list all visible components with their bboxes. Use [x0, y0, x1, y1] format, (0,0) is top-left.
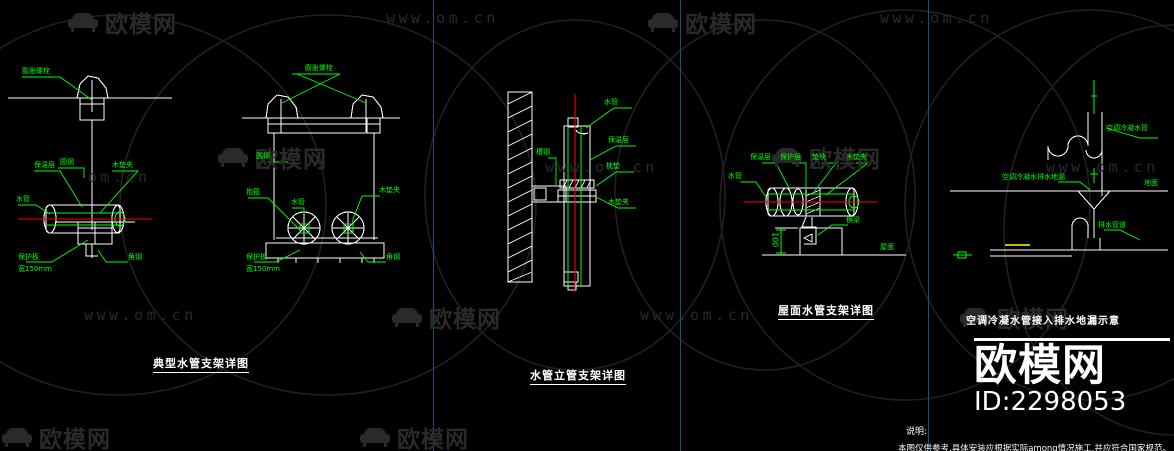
- panel-title-riser-support: 水管立管支架详图: [530, 367, 626, 385]
- label-hoop-clamp-p2: 抱箍: [246, 188, 260, 196]
- label-height-dimension-p4: 100: [770, 232, 780, 248]
- label-water-pipe-p1: 水管: [16, 195, 30, 203]
- panel-divider-2: [680, 0, 681, 451]
- site-logo: 欧模网 ID:2298053: [974, 338, 1170, 418]
- notes-line-1: 本图仅供参考,具体安装应根据实际among情况施工,并应符合国家规范。: [898, 444, 1171, 451]
- label-angle-steel-p2: 角钢: [386, 253, 400, 261]
- label-plate-width-p2: 宽150mm: [246, 265, 280, 273]
- label-insulation-layer-p1: 保温层: [34, 161, 55, 169]
- label-wood-pad-clamp-p1: 木垫夹: [112, 161, 133, 169]
- panel-title-roof-support: 屋面水管支架详图: [778, 302, 874, 320]
- label-protection-plate-p2: 保护板: [246, 253, 267, 261]
- panel-title-text-2: 水管立管支架详图: [530, 367, 626, 385]
- panel-divider-3: [928, 0, 929, 451]
- label-insulation-layer-p3: 保温层: [608, 136, 629, 144]
- label-water-pipe-p3: 水管: [604, 98, 618, 106]
- panel-title-text-4: 空调冷凝水管接入排水地漏示意: [966, 316, 1120, 327]
- label-beam-p4: 横梁: [846, 216, 860, 224]
- label-ac-condensate-pipe-p5: 空调冷凝水管: [1106, 124, 1148, 132]
- label-plate-width-p1: 宽150mm: [18, 265, 52, 273]
- label-water-pipe-p2: 水管: [291, 198, 305, 206]
- label-angle-steel-p1: 角钢: [128, 253, 142, 261]
- notes-heading: 说明:: [906, 427, 928, 437]
- label-ac-floor-drain-p5: 空调冷凝水排水地漏: [1002, 173, 1065, 181]
- label-water-pipe-p4: 水管: [728, 172, 742, 180]
- panel-divider-1: [433, 0, 434, 451]
- label-pad-block-p3: 枕垫: [606, 162, 620, 170]
- logo-model-id: ID:2298053: [974, 387, 1127, 418]
- label-expansion-bolt-p2: 膨胀螺栓: [305, 64, 333, 72]
- logo-rule: [974, 338, 1170, 342]
- label-channel-steel-p3: 槽钢: [536, 148, 550, 156]
- label-drain-pipeline-p5: 排水管道: [1098, 221, 1126, 229]
- label-pad-block-p4: 垫块: [812, 153, 826, 161]
- label-expansion-bolt-p1: 膨胀螺栓: [22, 67, 50, 75]
- label-protection-layer-p4: 保护层: [780, 153, 801, 161]
- label-round-steel-p1: 圆钢: [60, 158, 74, 166]
- panel-title-condensate-drain: 空调冷凝水管接入排水地漏示意: [966, 312, 1120, 327]
- logo-brand-text: 欧模网: [974, 341, 1106, 392]
- label-floor-surface-p5: 地面: [1144, 179, 1158, 187]
- label-round-steel-p2: 圆钢: [256, 152, 270, 160]
- panel-title-text-1: 典型水管支架详图: [153, 355, 249, 373]
- label-protection-plate-p1: 保护板: [18, 253, 39, 261]
- label-roof-surface-p4: 屋面: [880, 243, 894, 251]
- label-insulation-layer-p4: 保温层: [750, 153, 771, 161]
- label-wood-pad-clamp-p2: 木垫夹: [379, 186, 400, 194]
- label-wood-pad-clamp-p3: 木垫夹: [608, 198, 629, 206]
- label-wood-pad-clamp-p4: 木垫夹: [846, 153, 867, 161]
- panel-title-typical-pipe-support: 典型水管支架详图: [153, 355, 249, 373]
- panel-title-text-3: 屋面水管支架详图: [778, 302, 874, 320]
